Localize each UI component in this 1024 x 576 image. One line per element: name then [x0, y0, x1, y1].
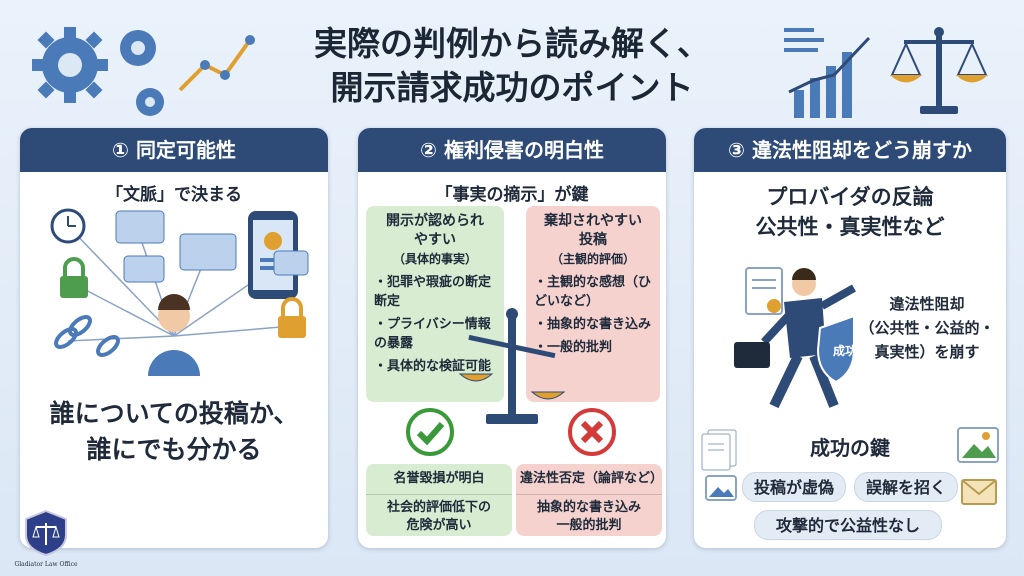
panel3-sub2: 公共性・真実性など — [755, 215, 945, 239]
green-title1: 開示が認められ — [386, 213, 484, 229]
briefcase-icon — [734, 342, 770, 368]
image-icon — [957, 427, 999, 463]
panel1-line1: 誰についての投稿か、 — [49, 399, 299, 428]
panel3-header: ③ 違法性阻却をどう崩すか — [694, 128, 1006, 172]
panel3-subtitle: プロバイダの反論 公共性・真実性など — [694, 182, 1006, 242]
foot-red-bottom1: 抽象的な書き込み — [536, 500, 641, 515]
panel-infringement: ② 権利侵害の明白性 「事実の摘示」が鍵 開示が認められ やすい （具体的事実）… — [358, 128, 666, 548]
green-item: プライバシー情報の暴露 — [374, 315, 496, 353]
panel1-subtitle: 「文脈」で決まる — [106, 185, 242, 205]
title-line2: 開示請求成功のポイント — [330, 68, 694, 107]
illegality-denied-box: 違法性否定（論評など） 抽象的な書き込み 一般的批判 — [516, 464, 663, 536]
green-note: （具体的事実） — [392, 252, 477, 266]
cross-icon — [568, 408, 616, 456]
foot-red-bottom2: 一般的批判 — [556, 518, 622, 533]
green-item: 具体的な検証可能 — [374, 357, 496, 376]
person-icon — [148, 294, 200, 376]
panel2-header: ② 権利侵害の明白性 — [358, 128, 666, 172]
panel1-header: ① 同定可能性 — [20, 128, 328, 172]
gears-icon — [32, 27, 255, 116]
page-title: 実際の判例から読み解く、 開示請求成功のポイント — [0, 22, 1024, 110]
balance-scale-icon — [458, 308, 566, 424]
document-icon — [745, 267, 783, 315]
link-chain-icon — [54, 315, 120, 357]
panel-identifiability: ① 同定可能性 「文脈」で決まる — [20, 128, 328, 548]
panel3-right3: 真実性）を崩す — [874, 343, 980, 361]
key-false-post: 投稿が虚偽 — [742, 472, 846, 502]
photo-icon — [705, 475, 737, 501]
success-key-title: 成功の鍵 — [810, 436, 890, 460]
red-item: 主観的な感想（ひどいなど） — [534, 273, 652, 311]
panel3-right2: （公共性・公益的・ — [859, 319, 995, 337]
likely-approved-box: 開示が認められ やすい （具体的事実） 犯罪や瑕疵の断定断定 プライバシー情報の… — [366, 206, 504, 402]
green-item: 犯罪や瑕疵の断定断定 — [374, 273, 496, 311]
mail-icon — [961, 479, 997, 505]
key-aggressive: 攻撃的で公益性なし — [754, 510, 942, 540]
lock-icon-2 — [278, 297, 306, 338]
clock-icon — [50, 208, 86, 244]
red-item: 抽象的な書き込み — [534, 315, 652, 334]
likely-dismissed-box: 棄却されやすい 投稿 （主観的評価） 主観的な感想（ひどいなど） 抽象的な書き込… — [526, 206, 660, 402]
shield-icon — [816, 314, 855, 384]
foot-green-bottom1: 社会的評価低下の — [386, 500, 491, 515]
foot-red-top: 違法性否定（論評など） — [516, 464, 663, 495]
scales-icon — [890, 27, 988, 114]
red-title2: 投稿 — [579, 232, 607, 248]
foot-green-top: 名誉毀損が明白 — [366, 464, 512, 495]
red-title1: 棄却されやすい — [544, 213, 642, 229]
panel3-right-text: 違法性阻却 （公共性・公益的・ 真実性）を崩す — [854, 292, 1000, 364]
key-misleading: 誤解を招く — [854, 472, 958, 502]
panel-justification: ③ 違法性阻却をどう崩すか プロバイダの反論 公共性・真実性など 成功 違法性阻… — [694, 128, 1006, 548]
defamation-clear-box: 名誉毀損が明白 社会的評価低下の 危険が高い — [366, 464, 512, 536]
panel3-right1: 違法性阻却 — [889, 295, 965, 313]
bar-chart-icon — [784, 28, 871, 118]
lock-icon — [60, 257, 88, 298]
law-office-name: Gladiator Law Office — [14, 561, 78, 568]
check-icon — [406, 408, 454, 456]
law-office-logo: Gladiator Law Office — [6, 509, 86, 568]
shield-label: 成功 — [832, 344, 857, 358]
panel1-conclusion: 誰についての投稿か、 誰にでも分かる — [20, 396, 328, 468]
panel3-sub1: プロバイダの反論 — [766, 185, 934, 209]
red-item: 一般的批判 — [534, 338, 652, 357]
panel1-line2: 誰にでも分かる — [86, 435, 262, 464]
shield-logo-icon — [25, 509, 67, 557]
document-stack-icon — [701, 429, 737, 471]
panel2-subtitle: 「事実の摘示」が鍵 — [435, 185, 589, 205]
businessman-shield-illustration — [734, 267, 856, 409]
foot-green-bottom2: 危険が高い — [406, 518, 472, 533]
red-note: （主観的評価） — [550, 252, 635, 266]
green-title2: やすい — [414, 232, 456, 248]
title-line1: 実際の判例から読み解く、 — [314, 24, 710, 63]
context-network-illustration — [50, 208, 309, 376]
